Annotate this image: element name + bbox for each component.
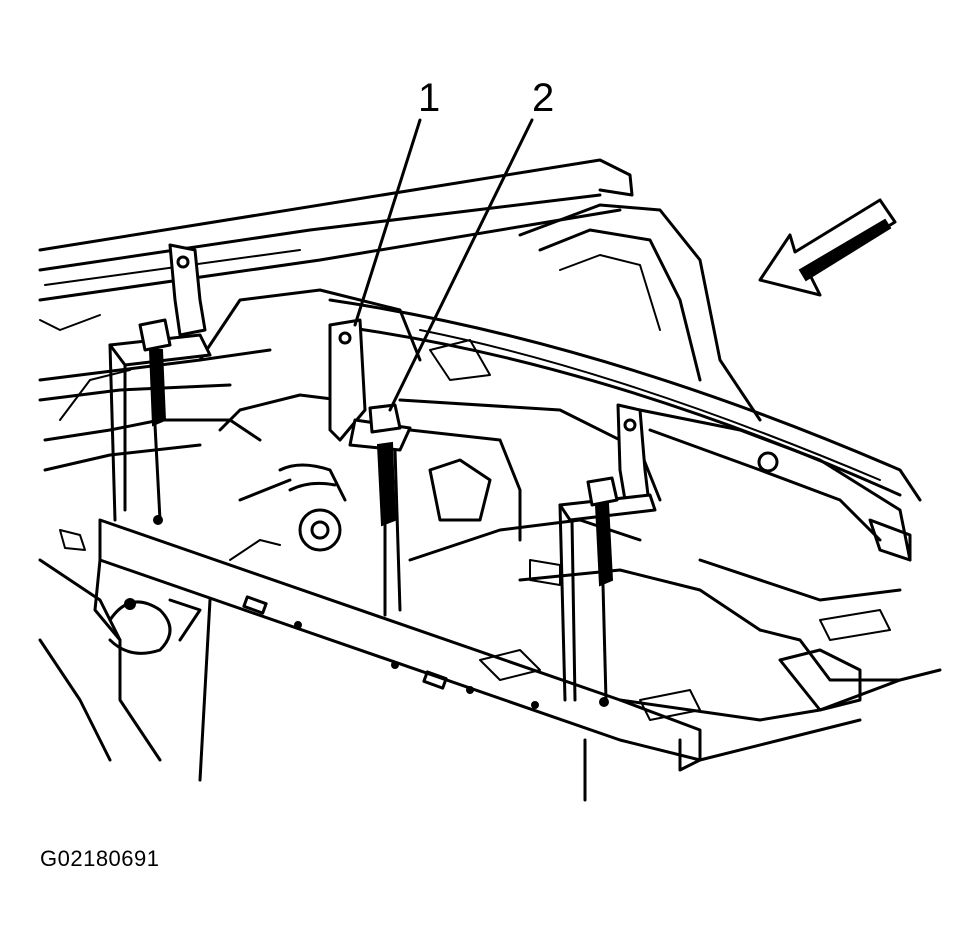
bracket-left [108, 243, 212, 525]
callout-1-label: 1 [418, 76, 441, 120]
pulley-assembly [229, 463, 347, 561]
callout-2-label: 2 [532, 76, 555, 120]
bracket-center [328, 318, 412, 617]
figure-code: G02180691 [40, 846, 160, 871]
leader-lines [353, 118, 534, 412]
bracket-right [558, 403, 657, 707]
body-structure [38, 158, 942, 802]
direction-arrow-icon [758, 198, 897, 297]
